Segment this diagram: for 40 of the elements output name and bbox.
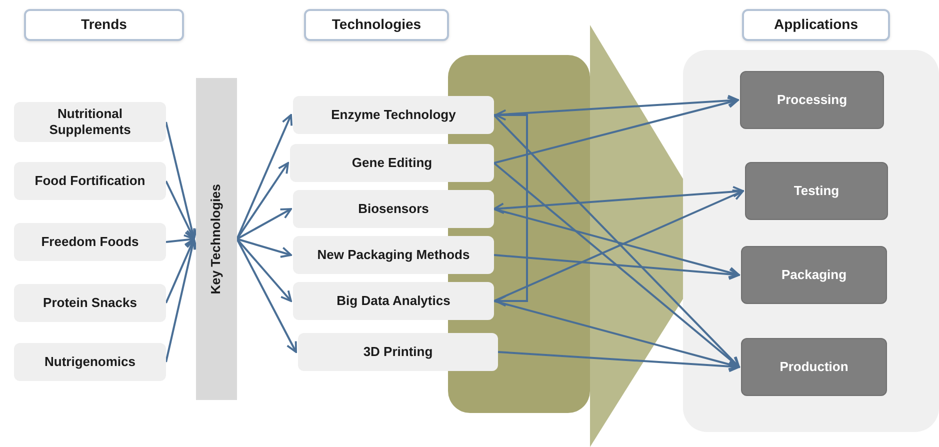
arrow xyxy=(166,234,195,246)
arrow xyxy=(236,208,292,240)
arrow xyxy=(494,96,739,164)
arrow xyxy=(495,109,528,307)
arrow xyxy=(165,122,198,240)
arrow xyxy=(493,114,740,368)
vertical-bar: Key Technologies xyxy=(196,78,237,400)
application-box: Packaging xyxy=(741,246,887,304)
technology-box: Gene Editing xyxy=(290,144,494,182)
arrow xyxy=(493,186,744,214)
application-box: Processing xyxy=(740,71,884,129)
arrow xyxy=(165,238,198,362)
arrow xyxy=(494,254,740,280)
arrow xyxy=(236,238,292,258)
trend-box: Food Fortification xyxy=(14,162,166,200)
technology-box: Biosensors xyxy=(293,190,494,228)
arrow xyxy=(494,300,740,370)
technology-box: Big Data Analytics xyxy=(293,282,494,320)
arrow xyxy=(236,162,289,240)
arrow xyxy=(236,238,292,302)
arrow xyxy=(165,180,196,240)
arrow xyxy=(236,238,297,353)
column-header: Applications xyxy=(742,9,890,41)
trend-box: Protein Snacks xyxy=(14,284,166,322)
arrow xyxy=(494,94,739,116)
column-header: Technologies xyxy=(304,9,449,41)
panel-background xyxy=(683,50,939,432)
application-box: Production xyxy=(741,338,887,396)
column-header: Trends xyxy=(24,9,184,41)
arrow xyxy=(498,351,740,372)
application-box: Testing xyxy=(745,162,888,220)
arrow xyxy=(494,208,740,278)
trend-box: Nutritional Supplements xyxy=(14,102,166,142)
technology-box: Enzyme Technology xyxy=(293,96,494,134)
trend-box: Freedom Foods xyxy=(14,223,166,261)
arrow xyxy=(494,190,744,302)
technology-box: 3D Printing xyxy=(298,333,498,371)
arrow xyxy=(493,162,740,368)
technology-box: New Packaging Methods xyxy=(293,236,494,274)
trend-box: Nutrigenomics xyxy=(14,343,166,381)
